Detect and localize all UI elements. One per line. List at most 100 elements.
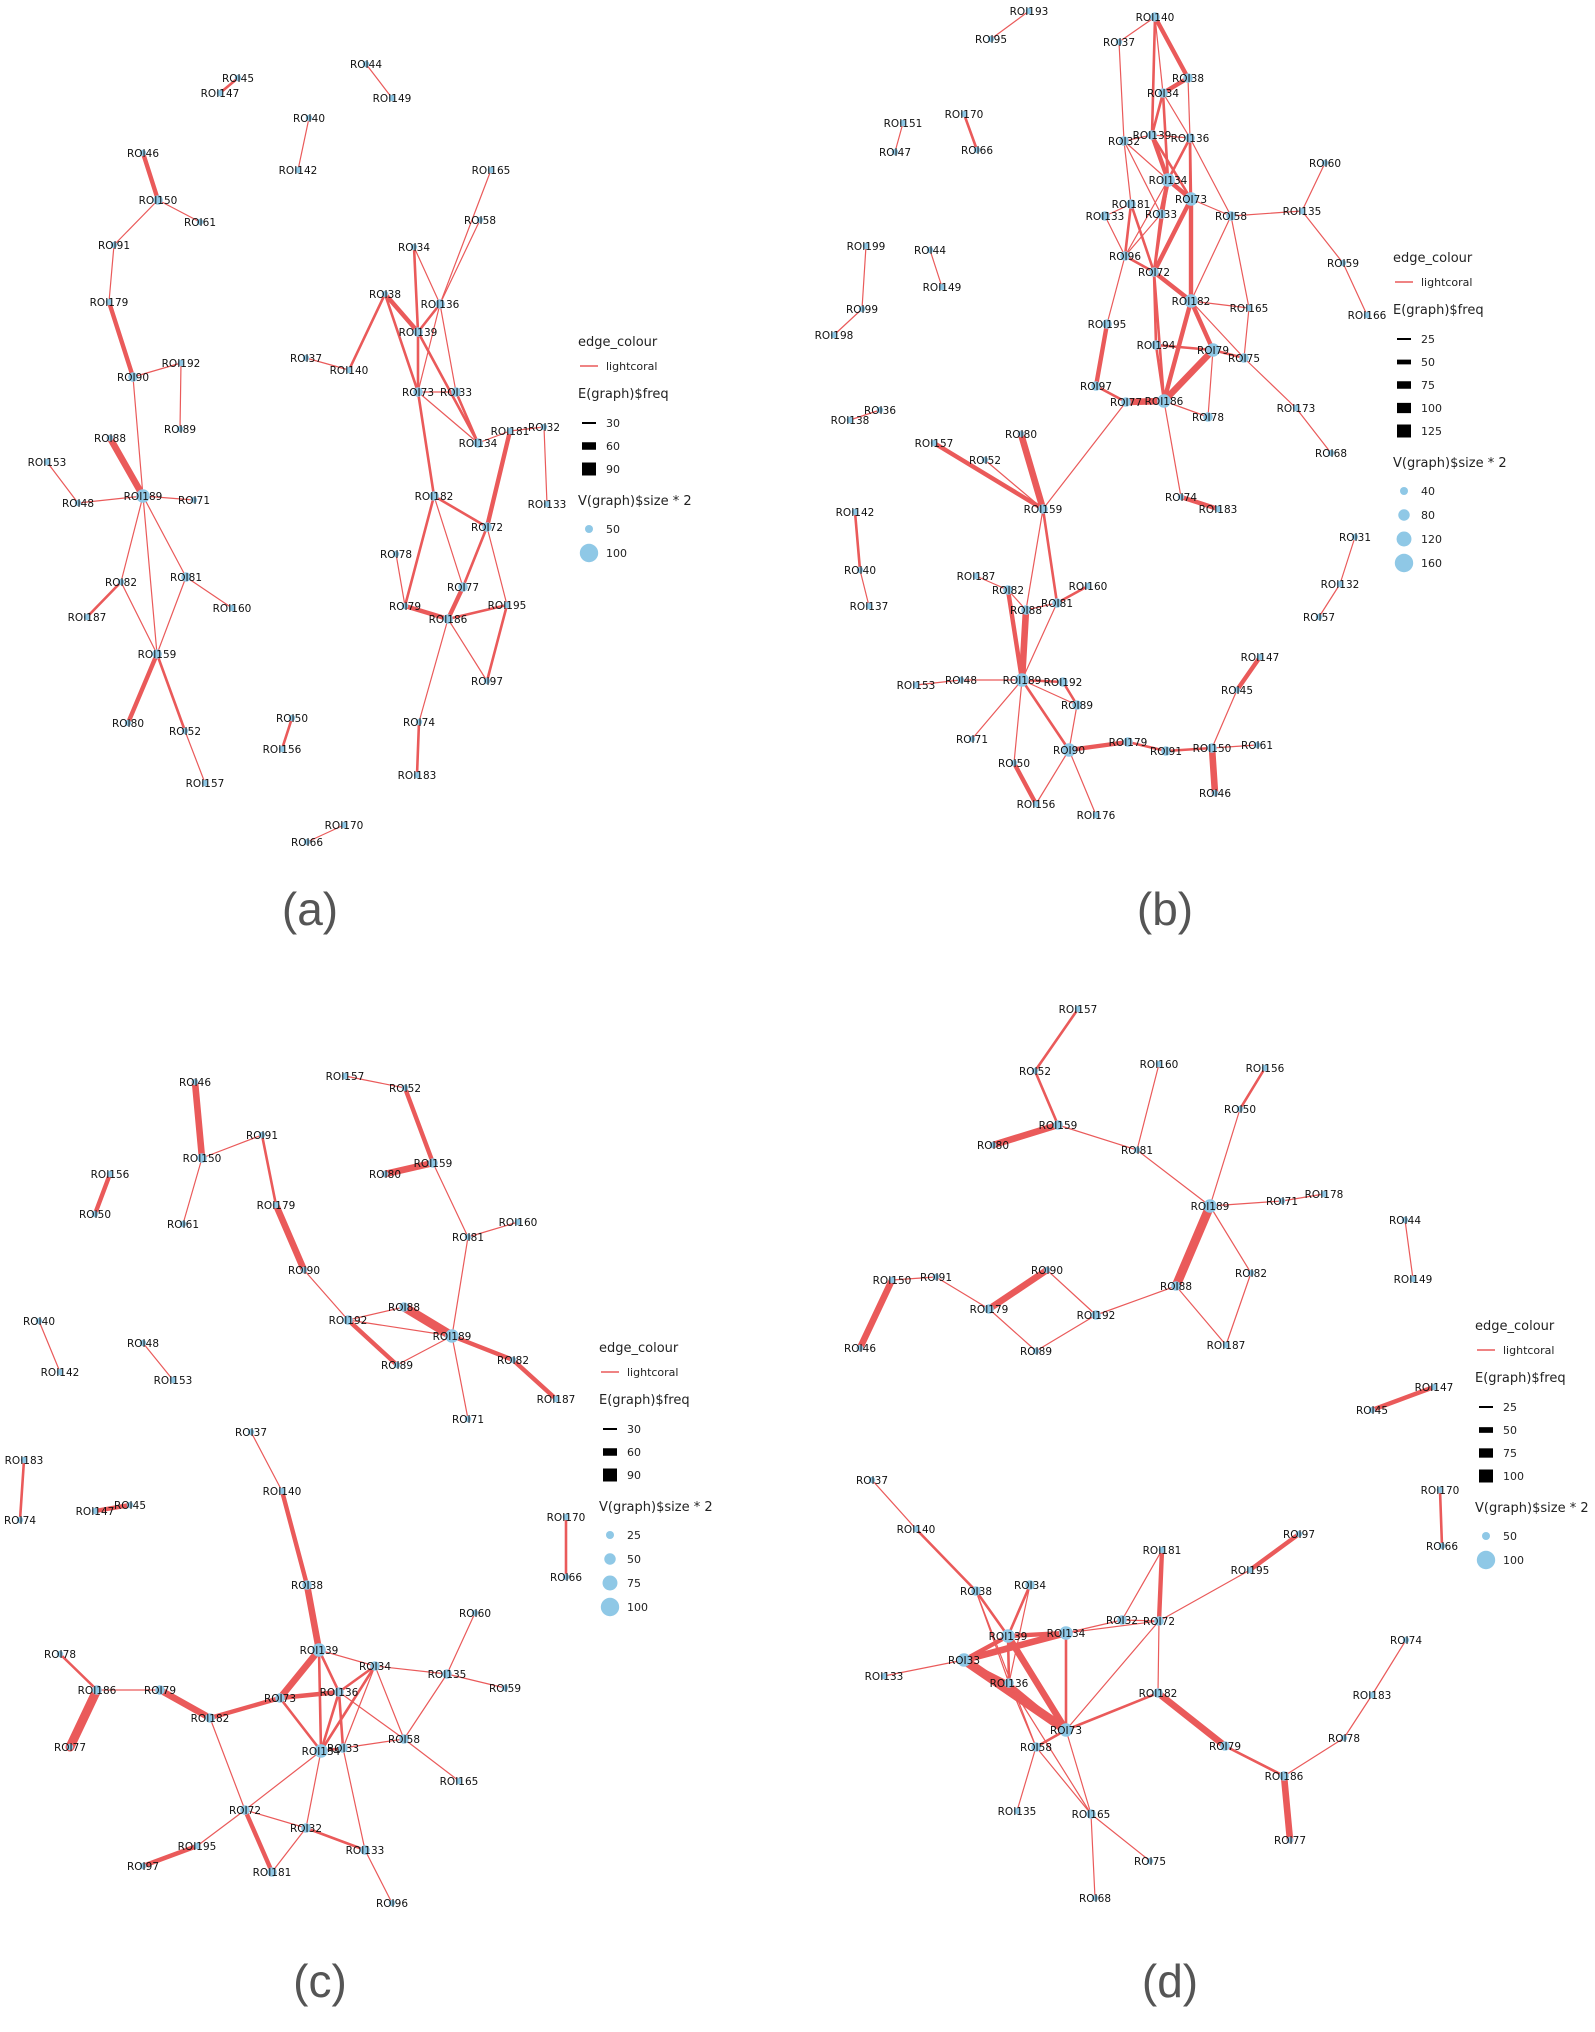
legend-freq-key-75 — [1397, 381, 1411, 389]
node-roi57 — [1315, 613, 1323, 621]
edge-roi140-roi139 — [1150, 15, 1157, 137]
edge-roi78-roi79 — [395, 553, 406, 607]
legend-freq-key-25 — [1397, 338, 1411, 340]
legend-freq-value-25: 25 — [1421, 333, 1435, 346]
edge-roi33-roi133 — [342, 1747, 366, 1851]
node-label-roi134: ROI134 — [302, 1746, 341, 1758]
node-label-roi46: ROI46 — [127, 148, 159, 160]
node-roi82 — [1247, 1269, 1255, 1277]
edge-roi186-roi74 — [1163, 400, 1182, 498]
edge-roi139-roi134 — [1149, 132, 1171, 183]
edge-roi73-roi182 — [416, 390, 436, 498]
panel-d-label: (d) — [1142, 1955, 1198, 2007]
legend-freq-value-30: 30 — [606, 417, 620, 430]
node-label-roi181: ROI181 — [1143, 1545, 1182, 1557]
node-roi97 — [1295, 1530, 1303, 1538]
edge-roi140-roi37 — [1118, 16, 1156, 43]
node-roi34 — [410, 243, 418, 251]
legend-freq-key-90 — [603, 1468, 617, 1482]
node-roi142 — [294, 166, 302, 174]
edge-roi135-roi58 — [403, 1673, 448, 1740]
node-roi195 — [503, 601, 511, 609]
node-label-roi66: ROI66 — [1426, 1541, 1458, 1553]
node-label-roi170: ROI170 — [1421, 1485, 1460, 1497]
node-roi91 — [110, 241, 118, 249]
edge-roi194-roi79 — [1154, 343, 1215, 352]
edge-roi50-roi189 — [1209, 1108, 1241, 1207]
edge-roi81-roi160 — [1055, 584, 1090, 605]
node-label-roi189: ROI189 — [1191, 1201, 1230, 1213]
edge-roi34-roi135 — [374, 1665, 448, 1675]
node-label-roi193: ROI193 — [1010, 6, 1049, 18]
node-label-roi149: ROI149 — [373, 93, 412, 105]
node-label-roi40: ROI40 — [23, 1316, 55, 1328]
node-label-roi52: ROI52 — [389, 1083, 421, 1095]
edge-roi186-roi78 — [1283, 1737, 1345, 1777]
node-label-roi192: ROI192 — [329, 1315, 368, 1327]
edge-roi136-roi33 — [337, 1690, 345, 1750]
node-roi82 — [1003, 585, 1013, 595]
node-label-roi57: ROI57 — [1303, 612, 1335, 624]
edge-roi72-roi182 — [1151, 269, 1194, 304]
node-label-roi45: ROI45 — [222, 73, 254, 85]
edge-roi192-roi89 — [179, 362, 182, 430]
edge-roi58-roi135 — [1230, 210, 1303, 217]
node-roi40 — [35, 1317, 43, 1325]
node-label-roi199: ROI199 — [847, 241, 886, 253]
legend-size-value-160: 160 — [1421, 557, 1442, 570]
node-label-roi179: ROI179 — [970, 1304, 1009, 1316]
edge-roi134-roi32 — [1065, 1619, 1123, 1634]
node-label-roi71: ROI71 — [178, 495, 210, 507]
edge-roi90-roi192 — [303, 1269, 349, 1321]
legend-freq-title: E(graph)$freq — [1475, 1371, 1566, 1386]
node-label-roi187: ROI187 — [537, 1394, 576, 1406]
edge-roi90-roi189 — [132, 376, 144, 497]
node-roi139 — [312, 1643, 326, 1657]
node-roi81 — [1052, 598, 1062, 608]
node-roi78 — [56, 1650, 64, 1658]
node-roi72 — [1149, 267, 1159, 277]
node-roi134 — [314, 1744, 328, 1758]
node-label-roi90: ROI90 — [117, 372, 149, 384]
node-roi192 — [177, 359, 185, 367]
node-label-roi82: ROI82 — [992, 585, 1024, 597]
node-roi179 — [105, 298, 113, 306]
node-roi50 — [1236, 1105, 1244, 1113]
node-roi36 — [876, 406, 884, 414]
edge-roi72-roi181 — [1156, 1547, 1165, 1624]
edge-roi82-roi187 — [510, 1357, 559, 1402]
node-label-roi95: ROI95 — [975, 34, 1007, 46]
node-roi71 — [1278, 1197, 1286, 1205]
node-label-roi77: ROI77 — [54, 1742, 86, 1754]
node-label-roi36: ROI36 — [864, 405, 896, 417]
node-label-roi60: ROI60 — [459, 1608, 491, 1620]
edge-roi96-roi195 — [1106, 255, 1126, 325]
legend-freq-value-25: 25 — [1503, 1401, 1517, 1414]
node-label-roi195: ROI195 — [1088, 319, 1127, 331]
edge-roi182-roi73 — [1064, 1691, 1160, 1732]
node-label-roi151: ROI151 — [884, 118, 923, 130]
edge-roi88-roi189 — [1018, 606, 1030, 684]
edge-roi139-roi73 — [1150, 133, 1193, 201]
edge-roi194-roi186 — [1154, 343, 1166, 403]
node-roi79 — [155, 1685, 165, 1695]
node-label-roi60: ROI60 — [1309, 158, 1341, 170]
legend-freq-key-100 — [1397, 402, 1411, 414]
node-label-roi50: ROI50 — [1224, 1104, 1256, 1116]
panel-a-nodes: ROI45ROI147ROI44ROI149ROI40ROI142ROI46RO… — [28, 59, 567, 849]
node-label-roi165: ROI165 — [1072, 1809, 1111, 1821]
node-label-roi183: ROI183 — [398, 770, 437, 782]
node-label-roi74: ROI74 — [1390, 1635, 1422, 1647]
node-roi160 — [1155, 1060, 1163, 1068]
legend-size-value-100: 100 — [1503, 1554, 1524, 1567]
node-label-roi156: ROI156 — [263, 744, 302, 756]
edge-roi97-roi77 — [1094, 384, 1128, 404]
edge-roi189-roi71 — [1209, 1200, 1283, 1207]
node-roi40 — [305, 114, 313, 122]
node-label-roi34: ROI34 — [1014, 1580, 1046, 1592]
edge-roi32-roi181 — [1123, 140, 1132, 205]
node-roi153 — [912, 681, 920, 689]
node-roi66 — [562, 1573, 570, 1581]
legend-size-value-40: 40 — [1421, 485, 1435, 498]
node-roi61 — [196, 218, 204, 226]
